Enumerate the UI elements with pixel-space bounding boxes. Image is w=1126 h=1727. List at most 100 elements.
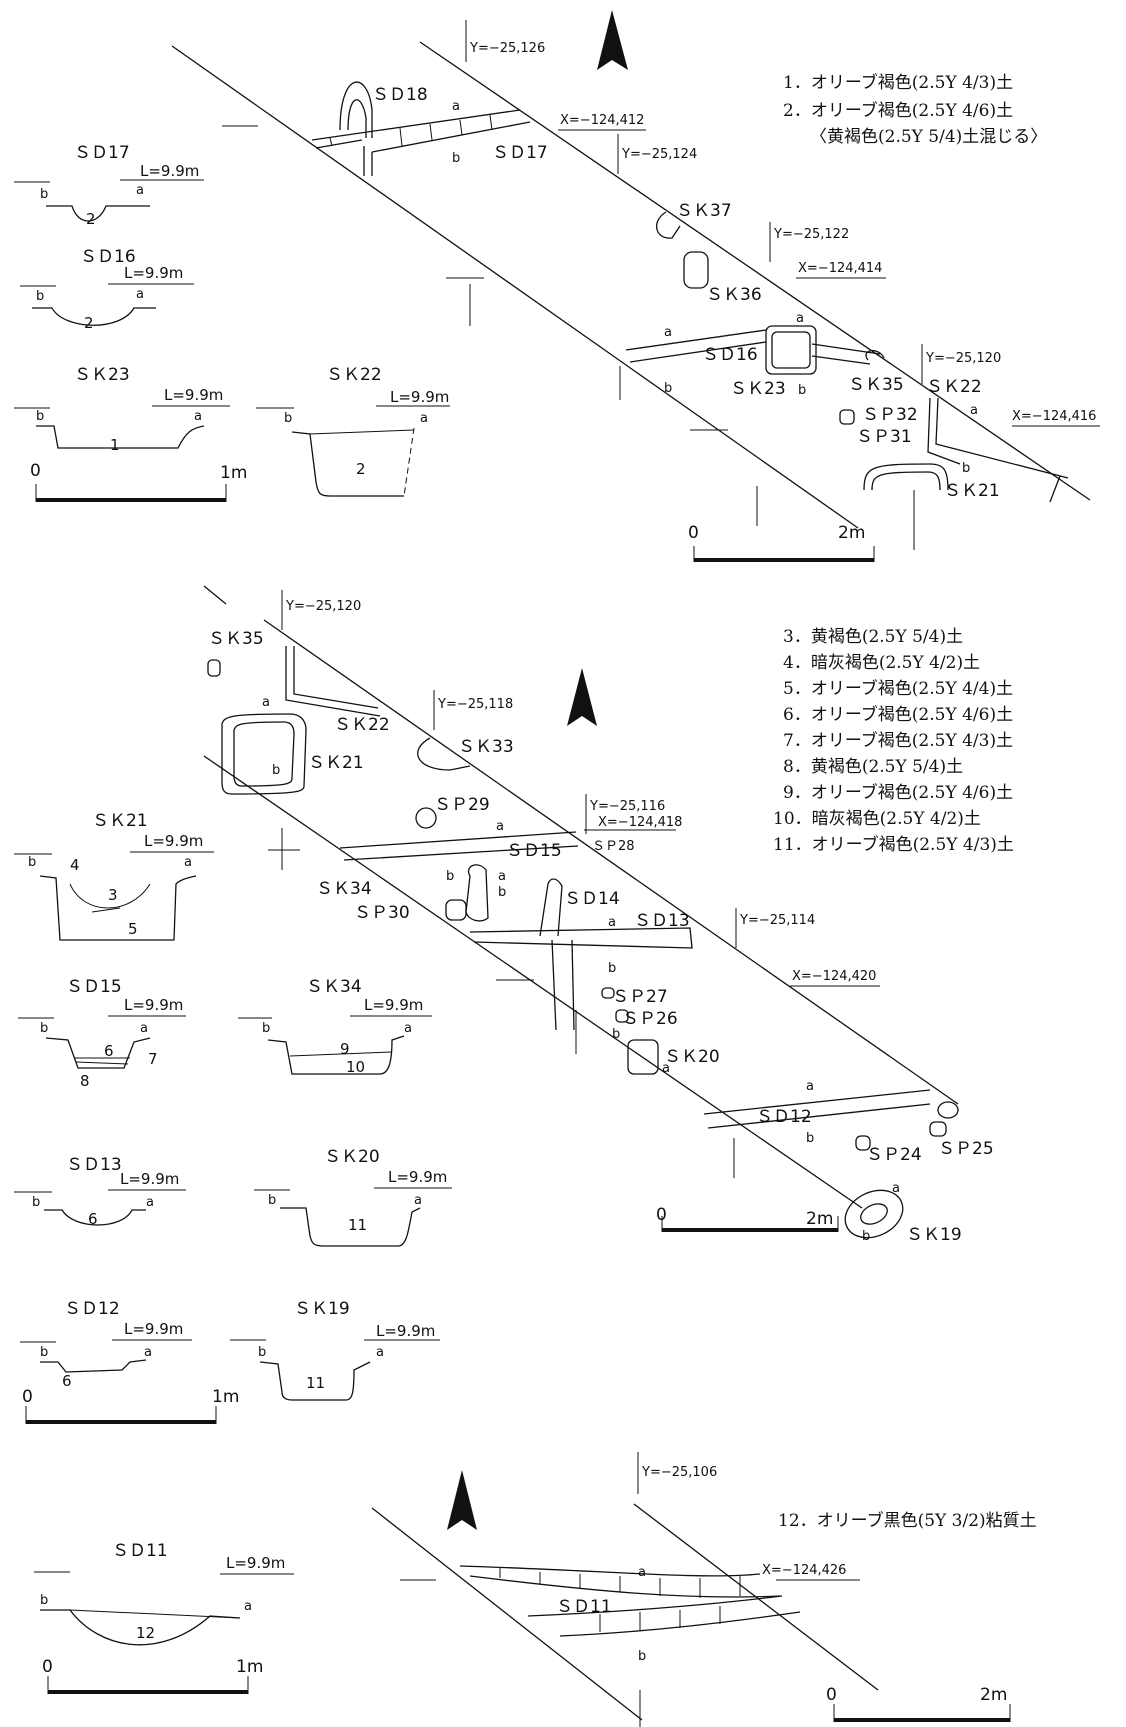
- coordinate-label: Y=−25,116: [589, 799, 665, 814]
- feature-label: ＳＫ19: [906, 1225, 962, 1245]
- legend-top: 1．オリーブ褐色(2.5Y 4/3)土 2．オリーブ褐色(2.5Y 4/6)土 …: [783, 72, 1047, 147]
- section-sd11: ＳＤ11 L=9.9m b a 12: [34, 1541, 294, 1646]
- section-sd13: ＳＤ13 L=9.9m b a 6: [14, 1155, 186, 1228]
- scale-one-m: 1m: [212, 1387, 239, 1407]
- section-sd15: ＳＤ15 L=9.9m b a 6 7 8: [18, 977, 186, 1090]
- section-title: ＳＤ17: [74, 143, 130, 163]
- section-tag-b: b: [498, 885, 506, 900]
- section-tag-a: a: [420, 411, 428, 426]
- section-tag-b: b: [612, 1027, 620, 1042]
- layer-number: 12: [136, 1624, 155, 1642]
- coordinate-label: X=−124,420: [792, 969, 876, 984]
- north-arrow-icon: [597, 10, 628, 70]
- section-tag-b: b: [40, 1345, 48, 1360]
- feature-label: ＳＤ15: [506, 841, 562, 861]
- section-tag-a: a: [806, 1079, 814, 1094]
- scale-zero: 0: [42, 1657, 53, 1677]
- section-title: ＳＤ13: [66, 1155, 122, 1175]
- feature-label: ＳＫ37: [676, 201, 732, 221]
- section-tag-a: a: [608, 915, 616, 930]
- section-title: ＳＤ15: [66, 977, 122, 997]
- legend-line-9: 9．オリーブ褐色(2.5Y 4/6)土: [783, 782, 1013, 803]
- level-label: L=9.9m: [124, 264, 183, 282]
- coordinate-label: Y=−25,126: [469, 41, 545, 56]
- feature-label: ＳＫ34: [316, 879, 372, 899]
- level-label: L=9.9m: [388, 1168, 447, 1186]
- layer-number: 5: [128, 920, 138, 938]
- scale-one-m: 1m: [236, 1657, 263, 1677]
- section-tag-b: b: [40, 1021, 48, 1036]
- scale-bar-2m: 0 2m: [826, 1685, 1011, 1722]
- section-title: ＳＫ21: [92, 811, 148, 831]
- scale-two-m: 2m: [838, 523, 865, 543]
- legend-line-4: 4．暗灰褐色(2.5Y 4/2)土: [783, 653, 980, 673]
- section-tag-b: b: [284, 411, 292, 426]
- scale-two-m: 2m: [806, 1209, 833, 1229]
- section-tag-b: b: [28, 855, 36, 870]
- layer-number: 1: [110, 436, 120, 454]
- section-tag-a: a: [244, 1599, 252, 1614]
- layer-number: 9: [340, 1040, 350, 1058]
- feature-label: ＳＰ27: [612, 987, 668, 1007]
- section-sk34: ＳＫ34 L=9.9m b a 9 10: [238, 977, 432, 1076]
- legend-line-5: 5．オリーブ褐色(2.5Y 4/4)土: [783, 678, 1013, 699]
- feature-label: ＳＰ25: [938, 1139, 994, 1159]
- feature-label: ＳＤ17: [492, 143, 548, 163]
- north-arrow-icon: [567, 668, 597, 726]
- coordinate-label: Y=−25,122: [773, 227, 849, 242]
- section-sk19: ＳＫ19 L=9.9m b a 11: [230, 1299, 440, 1401]
- scale-zero: 0: [656, 1205, 667, 1225]
- feature-label: ＳＫ21: [308, 753, 364, 773]
- coordinate-label: X=−124,412: [560, 113, 644, 128]
- section-tag-a: a: [414, 1193, 422, 1208]
- section-tag-a: a: [970, 403, 978, 418]
- layer-number: 6: [104, 1042, 114, 1060]
- coordinate-label: Y=−25,120: [285, 599, 361, 614]
- section-tag-a: a: [404, 1021, 412, 1036]
- scale-two-m: 2m: [980, 1685, 1007, 1705]
- feature-label: ＳＫ22: [334, 715, 390, 735]
- section-tag-b: b: [664, 381, 672, 396]
- section-tag-a: a: [146, 1195, 154, 1210]
- section-sd17: ＳＤ17 L=9.9m b a 2: [14, 143, 204, 228]
- scale-zero: 0: [688, 523, 699, 543]
- section-tag-a: a: [638, 1565, 646, 1580]
- legend-middle: 3．黄褐色(2.5Y 5/4)土 4．暗灰褐色(2.5Y 4/2)土 5．オリー…: [773, 627, 1014, 855]
- feature-label: ＳＤ14: [564, 889, 620, 909]
- legend-line-3: 3．黄褐色(2.5Y 5/4)土: [783, 627, 963, 647]
- feature-label: ＳＫ22: [926, 377, 982, 397]
- scale-bar-2m: 0 2m: [656, 1205, 839, 1232]
- section-tag-a: a: [452, 99, 460, 114]
- section-sk23: ＳＫ23 L=9.9m b a 1: [14, 365, 230, 454]
- section-title: ＳＫ22: [326, 365, 382, 385]
- feature-label: ＳＰ32: [862, 405, 918, 425]
- scale-zero: 0: [22, 1387, 33, 1407]
- feature-label: ＳＫ35: [208, 629, 264, 649]
- layer-number: 11: [306, 1374, 325, 1392]
- feature-label: ＳＤ12: [756, 1107, 812, 1127]
- section-tag-a: a: [184, 855, 192, 870]
- coordinate-label: Y=−25,118: [437, 697, 513, 712]
- feature-label: ＳＰ30: [354, 903, 410, 923]
- section-tag-a: a: [498, 869, 506, 884]
- section-sd12: ＳＤ12 L=9.9m b a 6: [20, 1299, 192, 1390]
- coordinate-label: X=−124,426: [762, 1563, 846, 1578]
- feature-label: ＳＰ24: [866, 1145, 922, 1165]
- layer-number: 7: [148, 1050, 158, 1068]
- section-tag-b: b: [452, 151, 460, 166]
- level-label: L=9.9m: [376, 1322, 435, 1340]
- section-tag-b: b: [262, 1021, 270, 1036]
- layer-number: 2: [84, 314, 94, 332]
- feature-label: ＳＫ20: [664, 1047, 720, 1067]
- legend-line-7: 7．オリーブ褐色(2.5Y 4/3)土: [783, 730, 1013, 751]
- section-tag-b: b: [272, 763, 280, 778]
- scale-one-m: 1m: [220, 463, 247, 483]
- section-title: ＳＫ23: [74, 365, 130, 385]
- section-tag-b: b: [40, 1593, 48, 1608]
- coordinate-label: X=−124,418: [598, 815, 682, 830]
- coordinate-label: Y=−25,120: [925, 351, 1001, 366]
- section-tag-a: a: [662, 1061, 670, 1076]
- legend-line-12: 12．オリーブ黒色(5Y 3/2)粘質土: [778, 1510, 1037, 1531]
- section-tag-b: b: [40, 187, 48, 202]
- section-title: ＳＤ16: [80, 247, 136, 267]
